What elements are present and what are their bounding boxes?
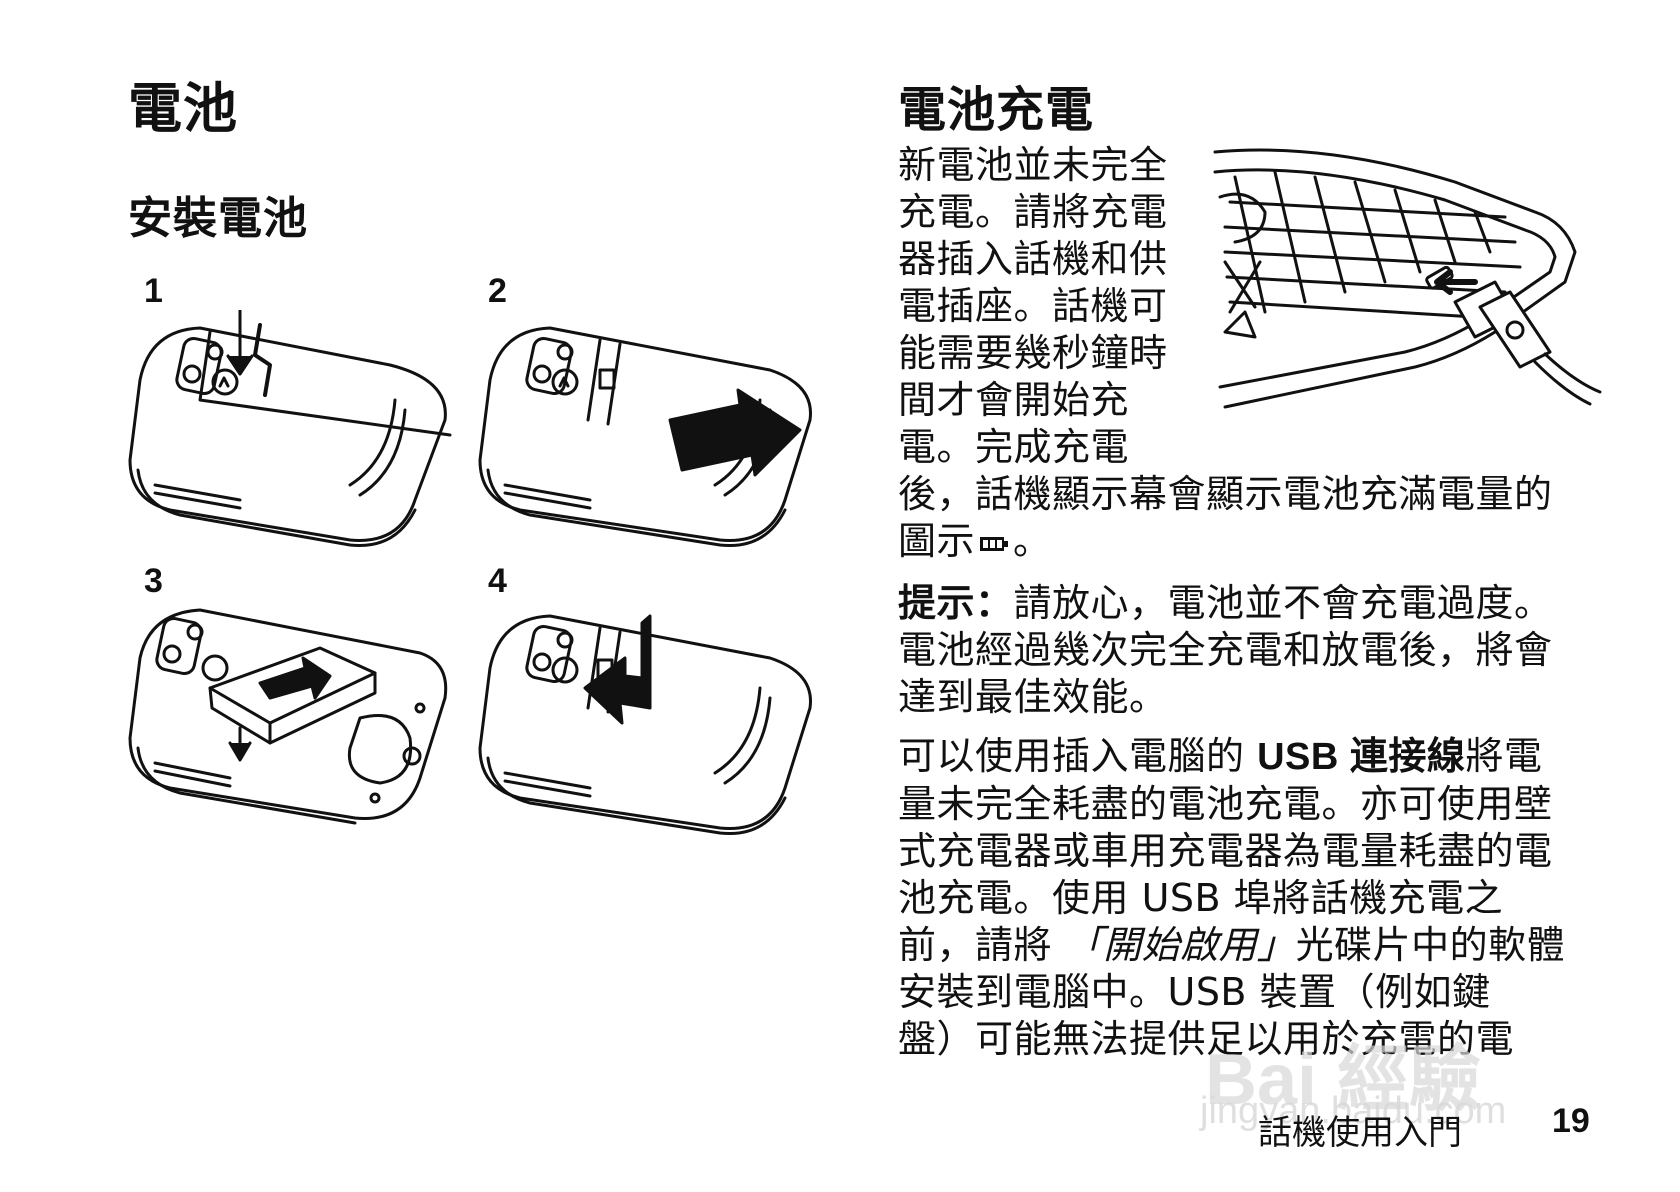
charger-connection-illustration [1205, 142, 1605, 412]
text-line-with-icon: 圖示。 [898, 518, 1553, 565]
install-step-4-illustration [470, 598, 820, 838]
section-title-charging: 電池充電 [898, 82, 1095, 138]
page-title: 電池 [128, 77, 238, 140]
text-line: 新電池並未完全 [898, 143, 1168, 187]
text-line: 前，請將 「開始啟用」光碟片中的軟體 [898, 922, 1565, 969]
text-line: 間才會開始充 [898, 378, 1130, 422]
battery-full-icon [980, 536, 1009, 551]
text-line: 式充電器或車用充電器為電量耗盡的電 [898, 829, 1553, 873]
charging-paragraph: 新電池並未完全 充電。請將充電 器插入話機和供 電插座。話機可 能需要幾秒鐘時 … [898, 142, 1553, 565]
text-line: 達到最佳效能。 [898, 675, 1168, 719]
step-number-3: 3 [144, 562, 163, 600]
step-number-4: 4 [488, 562, 507, 600]
install-step-3-illustration [120, 598, 460, 828]
text-line: 能需要幾秒鐘時 [898, 331, 1168, 375]
getting-started-cd-title: 「開始啟用」 [1064, 923, 1296, 967]
text-line: 量未完全耗盡的電池充電。亦可使用壁 [898, 782, 1553, 826]
text-fragment: 光碟片中的軟體 [1295, 923, 1566, 967]
text-fragment: 將電 [1465, 734, 1543, 778]
step-number-1: 1 [144, 272, 163, 310]
install-step-1-illustration [120, 310, 460, 550]
text-line: 充電。請將充電 [898, 190, 1168, 234]
text-fragment: 前，請將 [898, 923, 1065, 967]
text-line: 後，話機顯示幕會顯示電池充滿電量的 [898, 472, 1553, 516]
page-number: 19 [1552, 1102, 1590, 1140]
text-fragment: 請放心，電池並不會充電過度。 [1013, 581, 1553, 625]
tip-label: 提示： [898, 581, 1014, 625]
text-fragment: 圖示 [898, 519, 976, 563]
watermark-url: jingyan.baidu.com [1200, 1090, 1507, 1132]
text-line: 盤）可能無法提供足以用於充電的電 [898, 1017, 1515, 1061]
usb-cable-term: USB 連接線 [1257, 736, 1466, 778]
text-line: 器插入話機和供 [898, 237, 1168, 281]
step-number-2: 2 [488, 272, 507, 310]
text-line: 安裝到電腦中。USB 裝置（例如鍵 [898, 970, 1491, 1014]
footer-section-name: 話機使用入門 [1258, 1113, 1462, 1153]
text-line: 可以使用插入電腦的 USB 連接線將電 [898, 733, 1565, 781]
tip-first-line: 提示：請放心，電池並不會充電過度。 [898, 580, 1553, 627]
text-line: 電。完成充電 [898, 425, 1130, 469]
text-line: 池充電。使用 USB 埠將話機充電之 [898, 876, 1504, 920]
section-title-install: 安裝電池 [128, 193, 308, 244]
text-line: 電池經過幾次完全充電和放電後，將會 [898, 628, 1553, 672]
usb-charging-paragraph: 可以使用插入電腦的 USB 連接線將電 量未完全耗盡的電池充電。亦可使用壁 式充… [898, 733, 1565, 1063]
text-fragment: 。 [1013, 519, 1052, 563]
text-fragment: 可以使用插入電腦的 [898, 734, 1258, 778]
install-step-2-illustration [470, 310, 820, 550]
tip-paragraph: 提示：請放心，電池並不會充電過度。 電池經過幾次完全充電和放電後，將會 達到最佳… [898, 580, 1553, 721]
watermark-logo: Bai 經驗 [1205, 1040, 1482, 1120]
text-line: 電插座。話機可 [898, 284, 1168, 328]
